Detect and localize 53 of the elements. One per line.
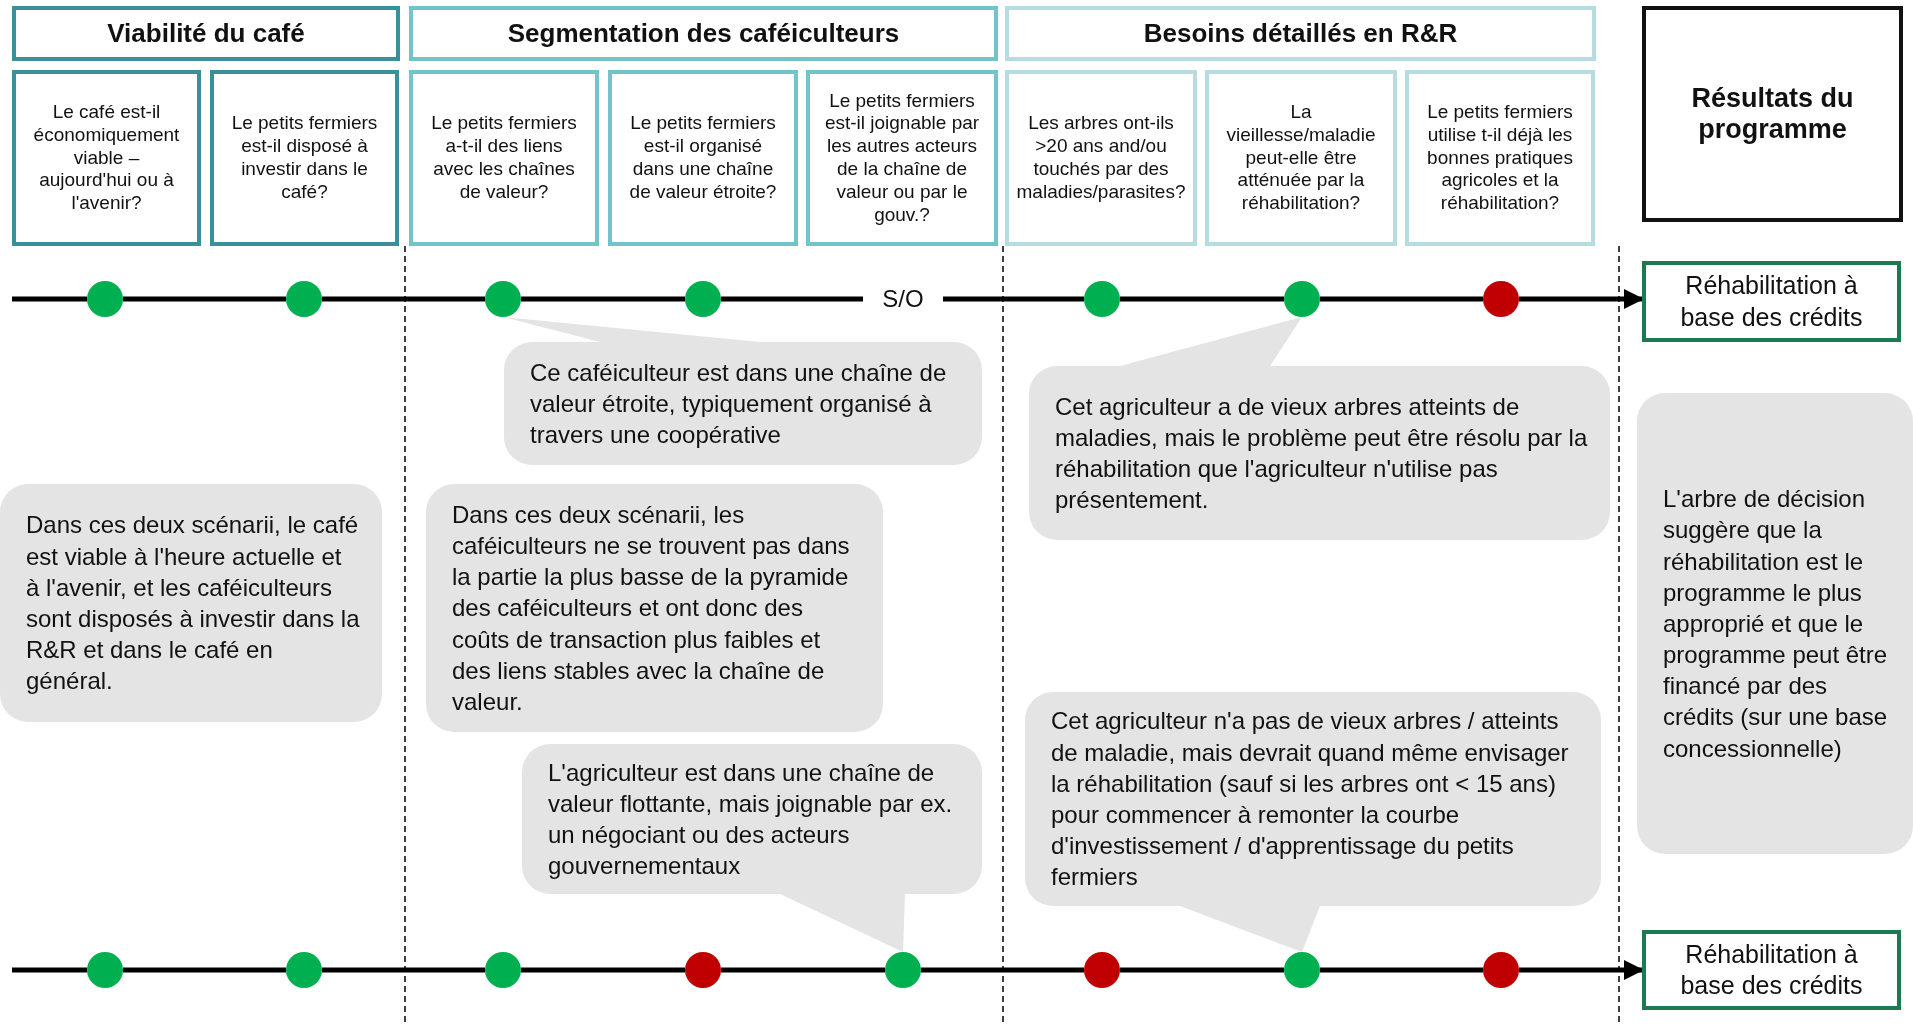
outcome-box: Réhabilitation à base des crédits: [1642, 930, 1901, 1010]
status-dot: [485, 281, 521, 317]
question-box: Le petits fermiers est-il disposé à investir dans le café?: [210, 70, 399, 246]
timeline-line: [322, 296, 485, 302]
status-dot: [1483, 281, 1519, 317]
timeline-line: [123, 967, 286, 973]
status-dot: [1284, 281, 1320, 317]
status-dot: [685, 281, 721, 317]
column-header: Résultats du programme: [1642, 6, 1903, 222]
callout-bubble: Dans ces deux scénarii, les caféiculteurs ne se trouvent pas dans la partie la plus basse de la pyramide des caféiculteurs et ont donc des coûts de transaction plus faibles et des liens stables avec la chaîne de valeur.: [426, 484, 883, 732]
timeline-line: [1320, 967, 1483, 973]
column-header: Segmentation des caféiculteurs: [409, 6, 998, 61]
timeline-line: [521, 296, 685, 302]
timeline-line: [1120, 296, 1284, 302]
status-dot: [87, 952, 123, 988]
timeline-line: [12, 967, 87, 973]
timeline-line: [123, 296, 286, 302]
question-box: Les arbres ont-ils >20 ans and/ou touchés par des maladies/parasites?: [1005, 70, 1197, 246]
column-header: Viabilité du café: [12, 6, 400, 61]
timeline-line: [1120, 967, 1284, 973]
timeline-line: [921, 967, 1084, 973]
status-dot: [1483, 952, 1519, 988]
status-dot: [485, 952, 521, 988]
status-dot: [685, 952, 721, 988]
timeline-line: [943, 296, 1084, 302]
status-dot: [87, 281, 123, 317]
status-dot: [1084, 952, 1120, 988]
question-box: La vieillesse/maladie peut-elle être atténuée par la réhabilitation?: [1205, 70, 1397, 246]
timeline-line: [1320, 296, 1483, 302]
question-box: Le café est-il économiquement viable – aujourd'hui ou à l'avenir?: [12, 70, 201, 246]
question-box: Le petits fermiers a-t-il des liens avec les chaînes de valeur?: [409, 70, 599, 246]
callout-bubble: Dans ces deux scénarii, le café est viable à l'heure actuelle et à l'avenir, et les caféiculteurs sont disposés à investir dans la R&R et dans le café en général.: [0, 484, 382, 722]
question-box: Le petits fermiers utilise t-il déjà les bonnes pratiques agricoles et la réhabilitation?: [1405, 70, 1595, 246]
timeline-line: [721, 967, 885, 973]
timeline-line: [12, 296, 87, 302]
timeline-arrow: [1519, 289, 1644, 309]
question-box: Le petits fermiers est-il joignable par les autres acteurs de la chaîne de valeur ou par le gouv.?: [806, 70, 998, 246]
timeline-line: [322, 967, 485, 973]
status-dot: [1284, 952, 1320, 988]
outcome-box: Réhabilitation à base des crédits: [1642, 261, 1901, 342]
column-header: Besoins détaillés en R&R: [1005, 6, 1596, 61]
timeline-line: [721, 296, 863, 302]
status-dot: [286, 952, 322, 988]
question-box: Le petits fermiers est-il organisé dans une chaîne de valeur étroite?: [608, 70, 798, 246]
status-dot: [286, 281, 322, 317]
callout-pointer: [780, 894, 905, 952]
timeline-arrow: [1519, 960, 1644, 980]
callout-pointer: [1180, 906, 1320, 952]
status-dot: [885, 952, 921, 988]
callout-pointer: [1120, 317, 1302, 366]
status-dot: [1084, 281, 1120, 317]
timeline-line: [521, 967, 685, 973]
callout-bubble: L'arbre de décision suggère que la réhabilitation est le programme le plus approprié et que le programme peut être financé par des crédits (sur une base concessionnelle): [1637, 393, 1913, 854]
